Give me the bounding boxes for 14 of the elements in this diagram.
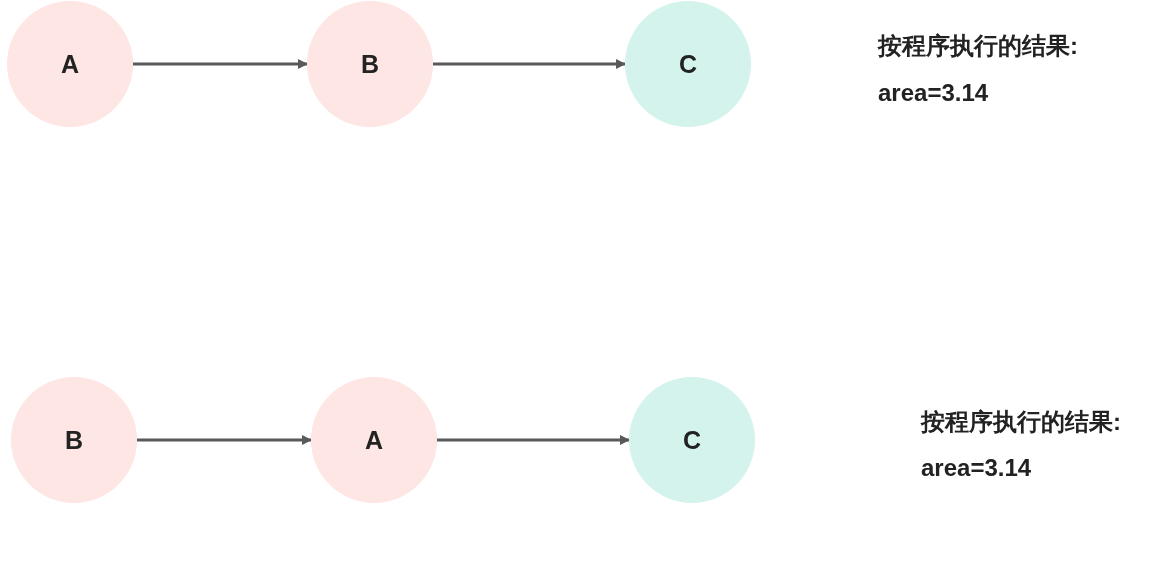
node-label: B — [360, 49, 380, 79]
node-label: A — [364, 425, 384, 455]
node-label: B — [64, 425, 84, 455]
node-label: C — [682, 425, 702, 455]
result-value: area=3.14 — [921, 454, 1032, 482]
node-label: A — [60, 49, 80, 79]
result-value: area=3.14 — [878, 79, 989, 107]
node-label: C — [678, 49, 698, 79]
result-heading: 按程序执行的结果: — [878, 31, 1078, 61]
arrow — [137, 435, 312, 445]
result-heading: 按程序执行的结果: — [921, 407, 1121, 437]
arrow — [433, 59, 626, 69]
arrow — [133, 59, 308, 69]
arrow — [437, 435, 630, 445]
